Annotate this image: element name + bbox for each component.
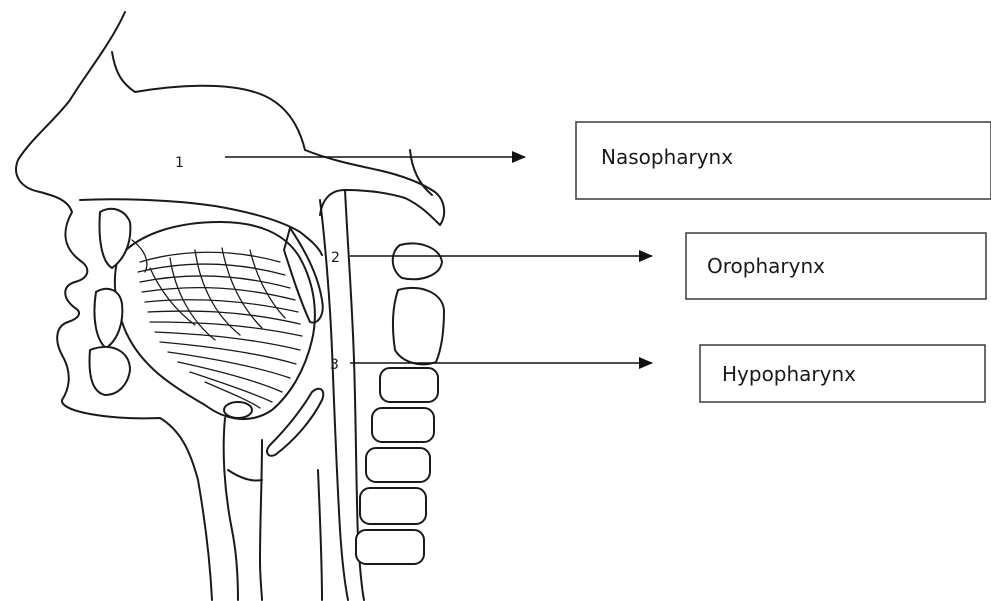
head-neck-anatomy-illustration: [16, 12, 444, 600]
cervical-vertebrae: [356, 244, 444, 564]
oral-cavity-line: [132, 240, 147, 272]
mandible: [90, 347, 130, 395]
larynx-posterior-line: [260, 440, 262, 600]
soft-palate: [284, 228, 323, 323]
upper-teeth: [100, 209, 131, 268]
nasal-bridge-line: [112, 52, 305, 150]
epiglottis: [267, 389, 323, 456]
vocal-fold: [228, 470, 262, 481]
region-label-oropharynx: Oropharynx: [707, 254, 825, 278]
region-marker-3: 3: [330, 357, 339, 373]
region-1: 1 Nasopharynx: [175, 122, 991, 199]
hyoid-bone: [224, 402, 252, 418]
larynx-anterior-line: [224, 418, 238, 600]
esophagus-line: [318, 470, 322, 600]
lower-teeth: [94, 289, 122, 348]
tongue-muscle-fibers: [138, 248, 302, 408]
region-label-nasopharynx: Nasopharynx: [601, 145, 733, 169]
region-marker-2: 2: [331, 250, 340, 266]
region-label-hypopharynx: Hypopharynx: [722, 362, 856, 386]
region-marker-1: 1: [175, 155, 184, 171]
